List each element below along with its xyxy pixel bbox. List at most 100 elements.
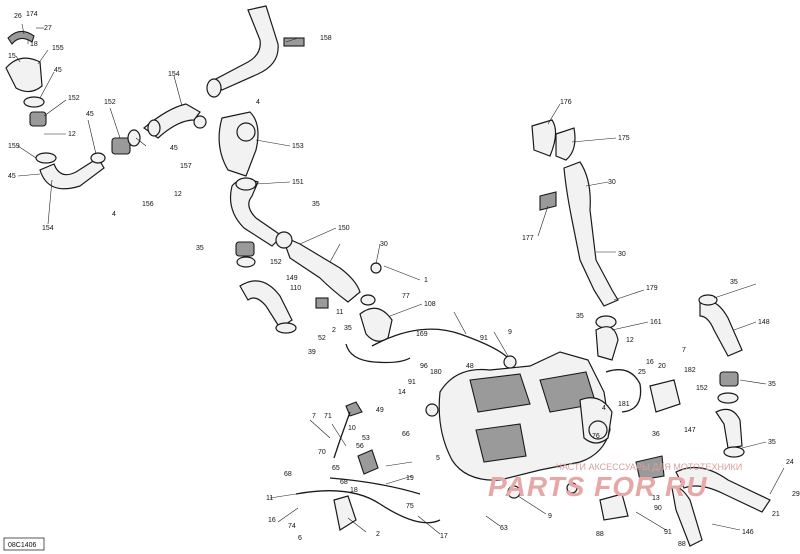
intake-duct-150 <box>280 234 361 303</box>
callout-label: 157 <box>180 163 192 170</box>
callout-label: 176 <box>560 99 572 106</box>
duct-146 <box>675 466 771 513</box>
sensor-14 <box>425 403 439 417</box>
callout-label: 35 <box>576 313 584 320</box>
callout-label: 4 <box>112 211 116 218</box>
callout-label: 11 <box>266 495 273 502</box>
callout-label: 30 <box>380 241 388 248</box>
cover-176 <box>531 119 557 157</box>
callout-label: 35 <box>768 381 776 388</box>
callout-label: 150 <box>338 225 350 232</box>
callout-label: 14 <box>398 389 406 396</box>
watermark: ЧАСТИ АКСЕССУАРЫ ДЛЯ МОТОТЕХНИКИ PARTS F… <box>488 462 742 502</box>
callout-label: 11 <box>336 309 343 316</box>
intake-duct-179 <box>563 161 619 307</box>
callout-label: 152 <box>696 385 708 392</box>
callout-label: 56 <box>356 443 364 450</box>
hose-149 <box>239 280 293 329</box>
callout-label: 25 <box>638 369 646 376</box>
clamp-ring-k <box>370 262 382 274</box>
clamp-ring-g <box>275 231 293 249</box>
callout-label: 153 <box>292 143 304 150</box>
callout-label: 181 <box>618 401 630 408</box>
callout-label: 1 <box>424 277 428 284</box>
engine-detail <box>475 423 527 463</box>
callout-label: 20 <box>658 363 666 370</box>
callout-label: 2 <box>332 327 336 334</box>
watermark-line2: PARTS FOR RU <box>488 471 707 502</box>
callout-label: 146 <box>742 529 754 536</box>
callout-label: 18 <box>350 487 358 494</box>
intake-right-group <box>531 119 771 547</box>
fitting-36 <box>635 455 665 481</box>
callout-label: 75 <box>406 503 414 510</box>
callout-label: 39 <box>308 349 316 356</box>
coupler-mid <box>111 137 131 155</box>
callout-label: 88 <box>678 541 686 548</box>
callout-label: 68 <box>284 471 292 478</box>
callout-label: 161 <box>650 319 662 326</box>
clamp-ring-i <box>275 322 297 334</box>
callout-label: 35 <box>196 245 204 252</box>
cables-group <box>295 328 642 531</box>
clip-part <box>7 30 35 45</box>
callout-label: 91 <box>480 335 488 342</box>
callout-label: 182 <box>684 367 696 374</box>
callout-label: 45 <box>54 67 62 74</box>
pedal-75 <box>333 495 357 531</box>
callout-label: 18 <box>30 41 38 48</box>
coupler-152-right <box>719 371 739 387</box>
watermark-line1: ЧАСТИ АКСЕССУАРЫ ДЛЯ МОТОТЕХНИКИ <box>556 462 742 472</box>
sensor-91 <box>503 355 517 369</box>
callout-label: 180 <box>430 369 442 376</box>
hose-161 <box>595 326 619 361</box>
callout-label: 154 <box>168 71 180 78</box>
cable-17 <box>329 477 421 495</box>
coupler-lower <box>235 241 255 257</box>
coupler <box>29 111 47 127</box>
clamp-ring-h <box>236 256 256 268</box>
callout-label: 35 <box>344 325 352 332</box>
callout-label: 48 <box>466 363 474 370</box>
callout-label: 30 <box>618 251 626 258</box>
callout-label: 6 <box>298 535 302 542</box>
callout-label: 17 <box>440 533 448 540</box>
callout-label: 53 <box>362 435 370 442</box>
callout-label: 29 <box>792 491 800 498</box>
bracket-66 <box>357 449 379 475</box>
intake-duct-tall <box>213 5 279 91</box>
callout-label: 91 <box>664 529 672 536</box>
callout-label: 147 <box>684 427 696 434</box>
callout-label: 177 <box>522 235 534 242</box>
callout-label: 30 <box>608 179 616 186</box>
hose-169 <box>371 328 511 361</box>
intake-duct-151 <box>229 179 283 247</box>
callout-label: 88 <box>596 531 604 538</box>
callout-label: 15 <box>8 53 16 60</box>
callout-label: 2 <box>376 531 380 538</box>
callout-label: 169 <box>416 331 428 338</box>
callout-label: 90 <box>654 505 662 512</box>
leaders-group <box>15 23 785 535</box>
callout-label: 76 <box>592 433 600 440</box>
intake-left-group <box>5 5 393 342</box>
callout-label: 52 <box>318 335 326 342</box>
callout-label: 65 <box>332 465 340 472</box>
clamp-ring-j <box>360 294 376 306</box>
module-182 <box>649 379 681 413</box>
callout-label: 7 <box>682 347 686 354</box>
engine-group <box>438 351 681 521</box>
callout-label: 7 <box>312 413 316 420</box>
hose-181 <box>605 369 642 413</box>
callout-label: 45 <box>8 173 16 180</box>
callout-label: 16 <box>646 359 654 366</box>
callout-label: 16 <box>268 517 276 524</box>
callout-label: 152 <box>270 259 282 266</box>
pulley <box>588 420 608 440</box>
hose-147 <box>715 408 743 449</box>
callout-label: 24 <box>786 459 794 466</box>
callout-label: 91 <box>408 379 416 386</box>
callout-label: 74 <box>288 523 296 530</box>
callout-label: 174 <box>26 11 38 18</box>
